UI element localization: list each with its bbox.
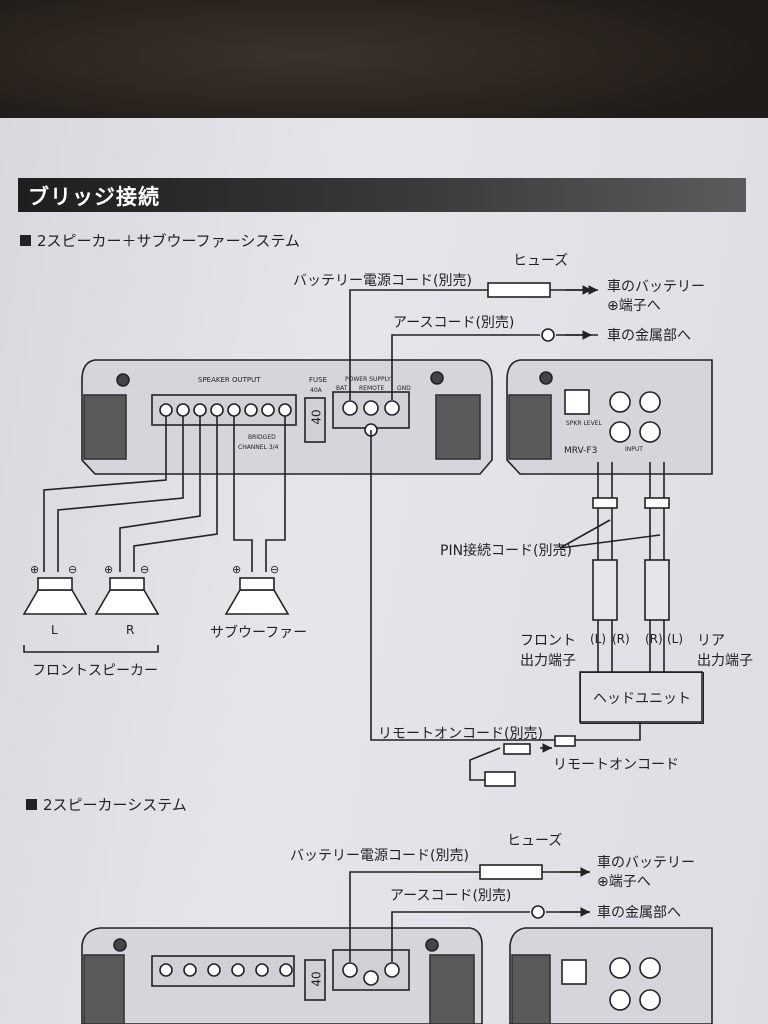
- ground-cord-label: アースコード(別売): [393, 315, 515, 331]
- section-title: ブリッジ接続: [28, 185, 160, 209]
- front-r-jack-label: (R): [612, 632, 630, 646]
- amp-fuse-rating-label: 40A: [310, 387, 322, 394]
- d2-car-metal-label: 車の金属部へ: [597, 905, 681, 921]
- manual-page: [0, 118, 768, 1024]
- battery-cord-label: バッテリー電源コード(別売): [293, 273, 472, 289]
- car-battery-label: 車のバッテリー: [607, 279, 705, 295]
- diagram2-heading: 2スピーカーシステム: [43, 796, 187, 814]
- front-output-terminal-label: 出力端子: [520, 653, 576, 669]
- subwoofer-plus: ⊕: [232, 563, 242, 576]
- d2-amp-fuse-value: 40: [309, 971, 324, 987]
- diagram1-heading-row: 2スピーカー＋サブウーファーシステム: [20, 230, 300, 251]
- amp-bridged-label: BRIDGED: [248, 434, 276, 441]
- speaker-r-label: R: [126, 623, 135, 637]
- d2-ground-cord-label: アースコード(別売): [390, 888, 512, 904]
- remote-cord-label: リモートオンコード(別売): [378, 726, 543, 742]
- section-header-bar: [18, 178, 746, 212]
- rear-output-terminal-label: 出力端子: [697, 653, 753, 669]
- car-battery-terminal-label: ⊕端子へ: [607, 298, 661, 314]
- amp-bat-label: BAT: [336, 385, 348, 392]
- speaker-r-minus: ⊖: [140, 563, 150, 576]
- remote-on-cord-label: リモートオンコード: [553, 757, 679, 773]
- amp-gnd-label: GND: [397, 385, 411, 392]
- amp-remote-label: REMOTE: [359, 385, 385, 392]
- diagram2-heading-row: 2スピーカーシステム: [26, 794, 187, 815]
- diagram1-heading: 2スピーカー＋サブウーファーシステム: [37, 232, 300, 250]
- speaker-l-plus: ⊕: [30, 563, 40, 576]
- front-output-label: フロント: [520, 633, 576, 649]
- amp-fuse-label: FUSE: [309, 376, 328, 384]
- rear-output-label: リア: [697, 633, 725, 649]
- desk-background: [0, 0, 768, 140]
- amp-speaker-output-label: SPEAKER OUTPUT: [198, 376, 261, 384]
- car-metal-label: 車の金属部へ: [607, 328, 691, 344]
- d2-car-battery-label: 車のバッテリー: [597, 855, 695, 871]
- head-unit-label: ヘッドユニット: [593, 691, 691, 707]
- head-unit-box: ヘッドユニット: [580, 672, 704, 724]
- amp-spkr-level-label: SPKR LEVEL: [566, 420, 602, 427]
- square-bullet-icon: [20, 235, 31, 246]
- subwoofer-minus: ⊖: [270, 563, 280, 576]
- amp-channel-label: CHANNEL 3/4: [238, 444, 279, 451]
- speaker-l-minus: ⊖: [68, 563, 78, 576]
- amp-input-label: INPUT: [625, 446, 643, 453]
- d2-fuse-label: ヒューズ: [507, 833, 563, 849]
- amp-model-label: MRV-F3: [564, 446, 598, 456]
- fuse-label: ヒューズ: [513, 253, 569, 269]
- d2-car-battery-terminal-label: ⊕端子へ: [597, 874, 651, 890]
- speaker-r-plus: ⊕: [104, 563, 114, 576]
- square-bullet-icon: [26, 799, 37, 810]
- subwoofer-label: サブウーファー: [210, 625, 308, 641]
- d2-battery-cord-label: バッテリー電源コード(別売): [290, 848, 469, 864]
- front-l-jack-label: (L): [590, 632, 607, 646]
- rear-l-jack-label: (L): [667, 632, 684, 646]
- speaker-l-label: L: [51, 623, 58, 637]
- front-speaker-label: フロントスピーカー: [32, 663, 158, 679]
- amp-power-supply-label: POWER SUPPLY: [345, 376, 391, 383]
- pin-cord-label: PIN接続コード(別売): [440, 543, 572, 559]
- rear-r-jack-label: (R): [645, 632, 663, 646]
